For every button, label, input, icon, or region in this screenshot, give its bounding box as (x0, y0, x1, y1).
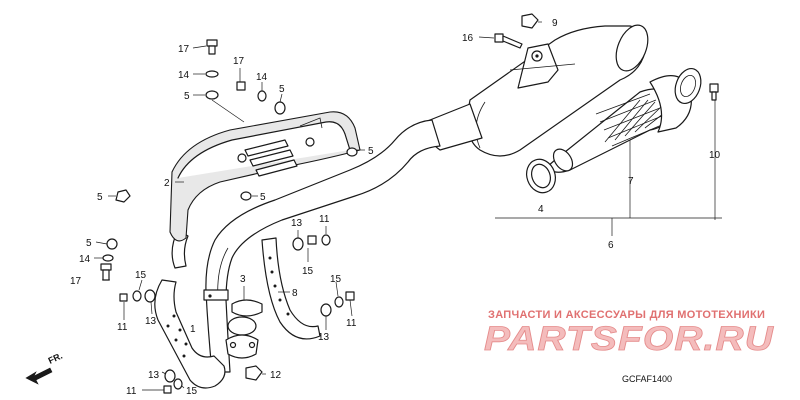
callout-5-b: 5 (279, 84, 285, 95)
callout-10: 10 (709, 150, 721, 161)
bolt-17-c (100, 263, 112, 281)
muffler (424, 24, 649, 157)
callout-5-e: 5 (97, 192, 103, 203)
watermark-tagline: ЗАПЧАСТИ И АКСЕССУАРЫ ДЛЯ МОТОТЕХНИКИ (488, 309, 765, 321)
lower-heat-shield (154, 279, 226, 389)
callouts: 17 14 5 17 14 5 16 9 2 5 5 5 5 14 17 13 … (70, 18, 721, 397)
callout-15-c: 15 (330, 274, 342, 285)
callout-11-d: 11 (126, 386, 137, 397)
bolt-11-c (345, 291, 355, 301)
callout-12: 12 (270, 370, 282, 381)
grommet-5-b (274, 101, 286, 115)
front-direction-label: FR. (47, 351, 64, 366)
front-direction-indicator: FR. (25, 351, 64, 385)
nut-13-c (320, 303, 332, 317)
nut-13-a (292, 237, 304, 251)
grommet-5-d (240, 191, 252, 201)
callout-7: 7 (628, 176, 634, 187)
callout-11-b: 11 (117, 322, 128, 333)
washer-15-a (321, 234, 331, 246)
nut-12 (245, 365, 263, 381)
callout-14-a: 14 (178, 70, 190, 81)
washer-14-a (205, 70, 219, 78)
callout-5-a: 5 (184, 91, 190, 102)
callout-13-b: 13 (145, 316, 157, 327)
callout-17-b: 17 (233, 56, 245, 67)
washer-15-c (334, 296, 344, 308)
exhaust-flange (225, 299, 263, 359)
callout-6: 6 (608, 240, 614, 251)
callout-15-d: 15 (186, 386, 198, 397)
bolt-16 (494, 33, 523, 49)
callout-14-c: 14 (79, 254, 91, 265)
bolt-10 (709, 83, 719, 101)
callout-13-a: 13 (291, 218, 303, 229)
gasket-ring (526, 158, 556, 194)
watermark-logo: PARTSFOR.RU (484, 320, 775, 358)
callout-5-f: 5 (86, 238, 92, 249)
grommet-5-f (106, 238, 118, 250)
callout-17-a: 17 (178, 44, 190, 55)
bolt-11-d (163, 385, 172, 394)
watermark: ЗАПЧАСТИ И АКСЕССУАРЫ ДЛЯ МОТОТЕХНИКИ PA… (484, 309, 775, 358)
callout-13-d: 13 (148, 370, 160, 381)
callout-8: 8 (292, 288, 298, 299)
callout-11-a: 11 (319, 214, 330, 225)
callout-16: 16 (462, 33, 474, 44)
muffler-stay-bracket (261, 237, 321, 340)
bolt-17-b (236, 81, 246, 91)
callout-1: 1 (190, 324, 196, 335)
nut-5-e (115, 189, 131, 203)
bolt-11-b (119, 293, 128, 302)
heat-protector (169, 111, 361, 242)
callout-2: 2 (164, 178, 170, 189)
callout-5-c: 5 (368, 146, 374, 157)
callout-5-d: 5 (260, 192, 266, 203)
bolt-11-a (307, 235, 317, 245)
nut-13-d (164, 369, 176, 383)
callout-4: 4 (538, 204, 544, 215)
callout-9: 9 (552, 18, 558, 29)
drawing-code: GCFAF1400 (622, 374, 672, 384)
bolt-17-a (206, 39, 218, 55)
washer-14-b (257, 90, 267, 102)
grommet-5-c (346, 147, 358, 157)
callout-3: 3 (240, 274, 246, 285)
callout-14-b: 14 (256, 72, 268, 83)
nut-9 (521, 13, 539, 29)
callout-15-a: 15 (302, 266, 314, 277)
callout-13-c: 13 (318, 332, 330, 343)
tail-pipe (547, 67, 702, 173)
callout-15-b: 15 (135, 270, 147, 281)
leader-lines (94, 21, 722, 391)
front-arrow-icon (25, 367, 53, 385)
callout-11-c: 11 (346, 318, 357, 329)
washer-15-d (173, 378, 183, 390)
washer-14-c (102, 254, 114, 262)
callout-17-c: 17 (70, 276, 82, 287)
washer-15-b (132, 290, 142, 302)
nut-13-b (144, 289, 156, 303)
grommet-5-a (205, 90, 219, 100)
